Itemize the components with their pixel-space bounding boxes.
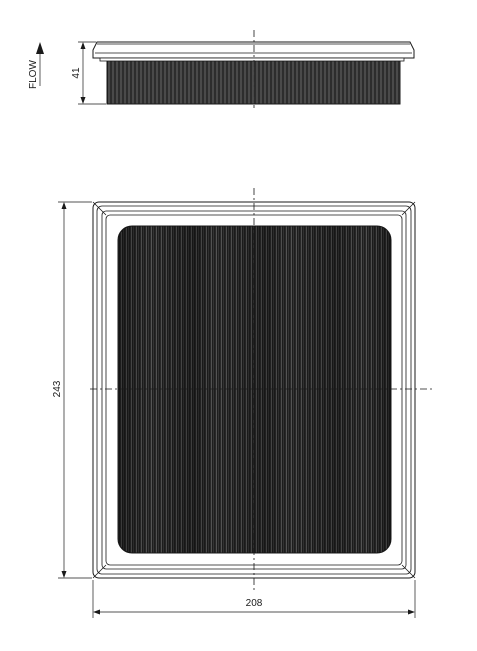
top-view [90,188,435,592]
height-dimension: 41 [71,41,106,105]
flow-arrow-icon [36,42,44,54]
side-view-pleats [106,58,401,105]
width-dimension: 208 [92,580,416,618]
side-view: 41 [71,30,415,108]
width-label: 208 [246,598,263,609]
flow-indicator: FLOW [28,42,44,89]
length-label: 243 [52,380,63,397]
length-dimension: 243 [52,201,92,579]
flow-label: FLOW [28,60,39,89]
height-label: 41 [71,67,82,79]
side-view-frame [92,41,415,59]
